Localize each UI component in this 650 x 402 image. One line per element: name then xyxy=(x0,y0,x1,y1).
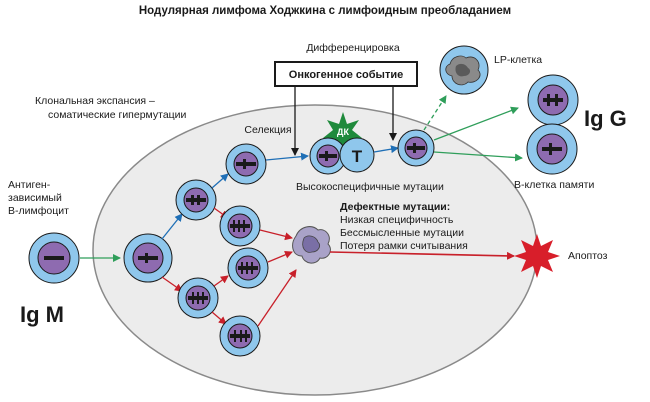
arrow-upper-to-selected xyxy=(211,173,229,189)
arrow-diff-to-memory xyxy=(433,151,523,162)
defective-mutation-2: Бессмысленные мутации xyxy=(340,227,464,239)
t-cell-label: T xyxy=(352,147,363,166)
apoptosis-star xyxy=(514,234,560,278)
memory-b-cell xyxy=(526,123,578,175)
clonal-expansion-label-1: Клональная экспансия – xyxy=(35,95,155,107)
oncogenic-event-label: Онкогенное событие xyxy=(289,69,403,81)
apoptosis-label: Апоптоз xyxy=(568,250,608,262)
antigen-label-1: Антиген- xyxy=(8,179,51,191)
ig-m-label: Ig M xyxy=(20,302,64,327)
arrow-dying-to-apoptosis xyxy=(329,251,515,260)
defective-mutation-1: Низкая специфичность xyxy=(340,214,454,226)
arrow-tcell-to-diff xyxy=(373,145,399,154)
diagram-title: Нодулярная лимфома Ходжкина с лимфоидным… xyxy=(139,5,511,17)
arrow-defect2-to-dying xyxy=(267,251,293,263)
defective-cell-3 xyxy=(219,315,261,357)
t-cell: T xyxy=(339,137,375,173)
dying-cell xyxy=(292,226,331,264)
lp-cell xyxy=(439,45,489,95)
selection-label: Селекция xyxy=(244,124,291,136)
naive-b-cell xyxy=(28,232,80,284)
arrow-lower-to-defect2 xyxy=(213,275,229,287)
arrow-lower-to-defect3 xyxy=(211,311,227,325)
arrow-cb-to-upper xyxy=(161,213,183,240)
selected-cell xyxy=(225,143,267,185)
defective-cell-1 xyxy=(219,205,261,247)
centrocyte-upper xyxy=(175,179,217,221)
centrocyte-lower xyxy=(177,277,219,319)
arrow-diff-to-plasma xyxy=(433,106,519,141)
arrow-cb-to-lower xyxy=(161,276,183,292)
high-specific-mutations-label: Высокоспецифичные мутации xyxy=(296,181,444,193)
memory-b-cell-label: В-клетка памяти xyxy=(514,179,594,191)
dc-label: ДК xyxy=(337,127,349,137)
differentiation-label: Дифференцировка xyxy=(306,42,400,54)
arrow-defect3-to-dying xyxy=(257,269,297,327)
differentiated-cell xyxy=(397,129,435,167)
defective-mutations-title: Дефектные мутации: xyxy=(340,201,450,213)
interacting-b-cell xyxy=(309,137,347,175)
lp-cell-label: LP-клетка xyxy=(494,54,542,66)
antigen-label-2: зависимый xyxy=(8,192,62,204)
centroblast-cell xyxy=(123,233,173,283)
arrow-defect1-to-dying xyxy=(259,229,293,241)
dendritic-cell-star xyxy=(323,112,362,152)
defective-mutation-3: Потеря рамки считывания xyxy=(340,240,468,252)
clonal-expansion-label-2: соматические гипермутации xyxy=(48,109,187,121)
antigen-label-3: В-лимфоцит xyxy=(8,205,69,217)
ig-g-label: Ig G xyxy=(584,106,627,131)
oncogenic-event-box xyxy=(274,61,418,87)
defective-cell-2 xyxy=(227,247,269,289)
arrow-selected-to-tcell xyxy=(265,152,309,161)
plasma-cell xyxy=(527,74,579,126)
